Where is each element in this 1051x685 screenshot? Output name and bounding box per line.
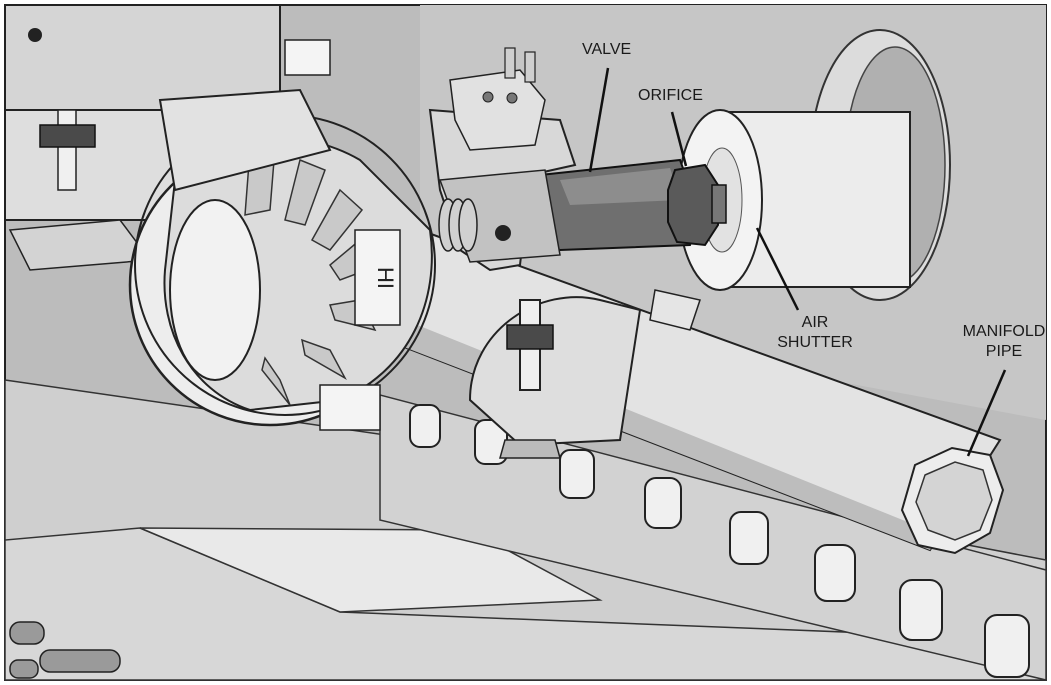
light-plate [139,527,603,613]
leader-lines [588,67,1007,457]
rail-slots [409,404,1030,678]
valve-highlight [560,168,680,205]
clamp-nut [506,324,554,350]
orifice-label: ORIFICE [638,86,703,106]
knob-hi-marker [354,229,401,326]
knob-lo-marker [319,384,381,431]
manifold-pipe-label: MANIFOLD PIPE [960,322,1048,362]
switch-terminal-2 [524,51,536,83]
air-shutter-label-line-2: SHUTTER [777,334,853,351]
orifice-leader [670,111,688,167]
orifice-nut [667,163,719,247]
valve-label-text: VALVE [582,41,632,58]
knob-top-marker [284,39,331,76]
manifold-pipe-label-line-2: PIPE [985,343,1023,360]
valve-spring [438,198,478,252]
clamp-foot [499,439,561,459]
switch-screw-2 [506,92,518,104]
orifice-tip [711,184,727,224]
air-shutter-label-line-1: AIR [801,314,829,331]
rear-screw [28,28,42,42]
rear-bolt [57,109,77,191]
switch-terminal-1 [504,47,516,79]
manifold-pipe-leader [966,369,1007,457]
knob-handle [158,88,332,192]
switch-screw-1 [482,91,494,103]
valve-screw [495,225,511,241]
valve-leader [588,67,610,173]
clamp-tab [649,289,701,331]
knob-center [169,199,261,381]
rear-nut [39,124,96,148]
knob-hi-glyph: HI [373,267,398,289]
manifold-pipe-label-line-1: MANIFOLD [962,323,1046,340]
manifold-pipe-hole [915,461,993,541]
valve-label: VALVE [582,40,631,60]
air-shutter-leader [755,227,800,311]
floor-slots [9,621,121,679]
ignitor-switch [449,69,546,151]
orifice-label-text: ORIFICE [638,87,703,104]
air-shutter-label: AIR SHUTTER [770,313,860,353]
slotted-rail [379,394,1047,681]
